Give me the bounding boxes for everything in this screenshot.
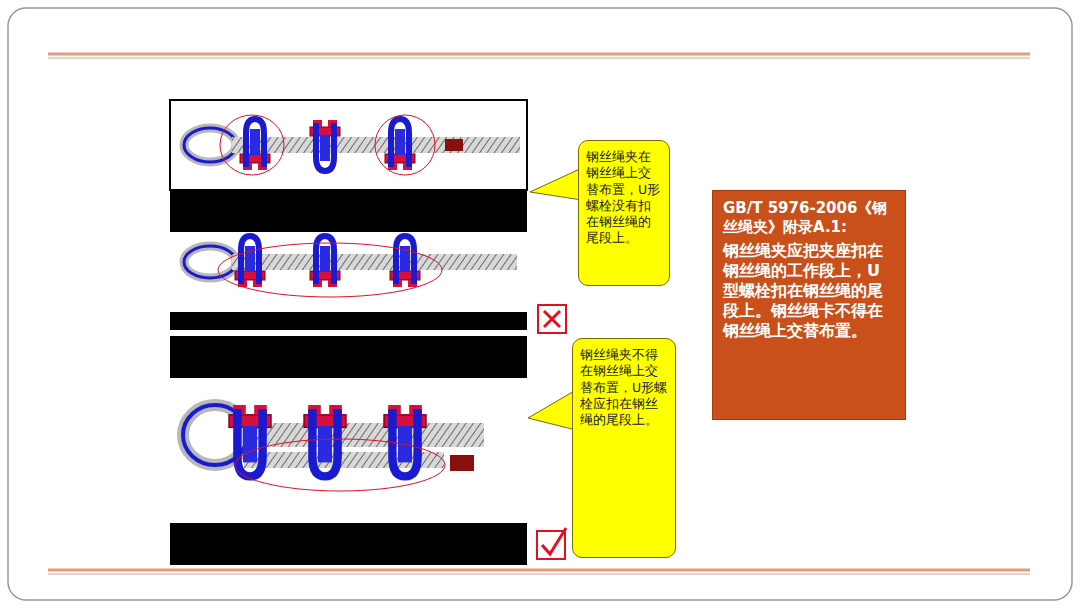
body-text: 钢丝绳夹在钢丝绳上交替布置，U形螺栓没有扣在钢丝绳的尾段上。	[586, 149, 662, 247]
body-text: 钢丝绳夹不得在钢丝绳上交替布置，U形螺栓应扣在钢丝绳的尾段上。	[580, 347, 668, 428]
callout-box: 钢丝绳夹不得在钢丝绳上交替布置，U形螺栓应扣在钢丝绳的尾段上。	[572, 338, 676, 558]
callout-box: 钢丝绳夹在钢丝绳上交替布置，U形螺栓没有扣在钢丝绳的尾段上。	[578, 140, 670, 286]
heading-text: GB/T 5976-2006《钢丝绳夹》附录A.1:	[723, 199, 895, 237]
standard-box: GB/T 5976-2006《钢丝绳夹》附录A.1: 钢丝绳夹应把夹座扣在钢丝绳的…	[712, 190, 906, 420]
body-text: 钢丝绳夹应把夹座扣在钢丝绳的工作段上，U型螺栓扣在钢丝绳的尾段上。钢丝绳卡不得在…	[723, 241, 895, 341]
